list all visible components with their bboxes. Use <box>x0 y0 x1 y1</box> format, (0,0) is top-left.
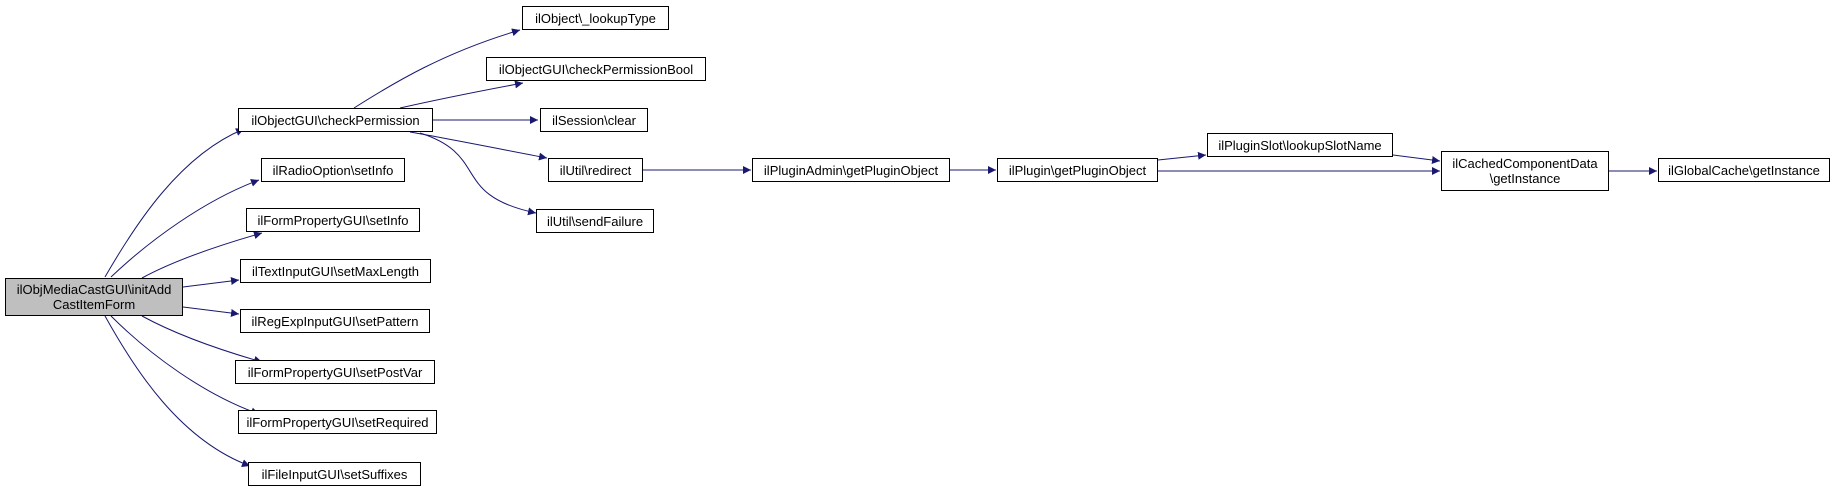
node-objectgui-checkpermissionbool[interactable]: ilObjectGUI\checkPermissionBool <box>486 57 706 81</box>
node-util-redirect[interactable]: ilUtil\redirect <box>548 158 643 182</box>
node-object-lookuptype[interactable]: ilObject\_lookupType <box>522 6 669 30</box>
edge-plugin-to-pluginslot <box>1157 151 1207 161</box>
edge-root-to-regexpinput-setpattern <box>182 306 240 317</box>
edge-root-to-formproperty-setrequired <box>110 315 260 416</box>
edge-checkpermission-to-util-redirect <box>409 131 548 161</box>
node-globalcache-getinstance[interactable]: ilGlobalCache\getInstance <box>1658 158 1830 182</box>
node-plugin-getpluginobject[interactable]: ilPlugin\getPluginObject <box>997 158 1158 182</box>
node-objectgui-checkpermission[interactable]: ilObjectGUI\checkPermission <box>238 108 433 132</box>
edge-root-to-radiooption-setinfo <box>110 179 260 278</box>
node-formpropertygui-setpostvar[interactable]: ilFormPropertyGUI\setPostVar <box>235 360 435 384</box>
node-formpropertygui-setinfo[interactable]: ilFormPropertyGUI\setInfo <box>246 208 420 232</box>
node-root-initaddcastitemform: ilObjMediaCastGUI\initAdd CastItemForm <box>5 278 183 316</box>
edge-checkpermission-to-lookuptype <box>353 28 521 109</box>
node-cachedcomponentdata-getinstance[interactable]: ilCachedComponentData \getInstance <box>1441 151 1609 191</box>
edge-root-to-fileinput-setsuffixes <box>104 315 251 467</box>
node-textinputgui-setmaxlength[interactable]: ilTextInputGUI\setMaxLength <box>240 259 431 283</box>
node-fileinputgui-setsuffixes[interactable]: ilFileInputGUI\setSuffixes <box>248 462 421 486</box>
edge-pluginslot-to-cachedcomponentdata <box>1392 154 1441 164</box>
node-radiooption-setinfo[interactable]: ilRadioOption\setInfo <box>261 158 405 182</box>
edge-root-to-textinput-setmaxlength <box>182 277 240 288</box>
node-regexpinputgui-setpattern[interactable]: ilRegExpInputGUI\setPattern <box>240 309 430 333</box>
node-formpropertygui-setrequired[interactable]: ilFormPropertyGUI\setRequired <box>238 410 437 434</box>
edge-root-to-formproperty-setpostvar <box>141 315 263 364</box>
node-util-sendfailure[interactable]: ilUtil\sendFailure <box>536 209 654 233</box>
node-session-clear[interactable]: ilSession\clear <box>540 108 648 132</box>
edge-checkpermission-to-util-sendfailure <box>419 132 537 216</box>
edge-root-to-checkpermission <box>104 128 245 278</box>
edge-checkpermission-to-checkpermissionbool <box>399 80 524 109</box>
node-pluginadmin-getpluginobject[interactable]: ilPluginAdmin\getPluginObject <box>752 158 950 182</box>
node-pluginslot-lookupslotname[interactable]: ilPluginSlot\lookupSlotName <box>1207 133 1393 157</box>
edge-root-to-formproperty-setinfo <box>141 231 263 279</box>
